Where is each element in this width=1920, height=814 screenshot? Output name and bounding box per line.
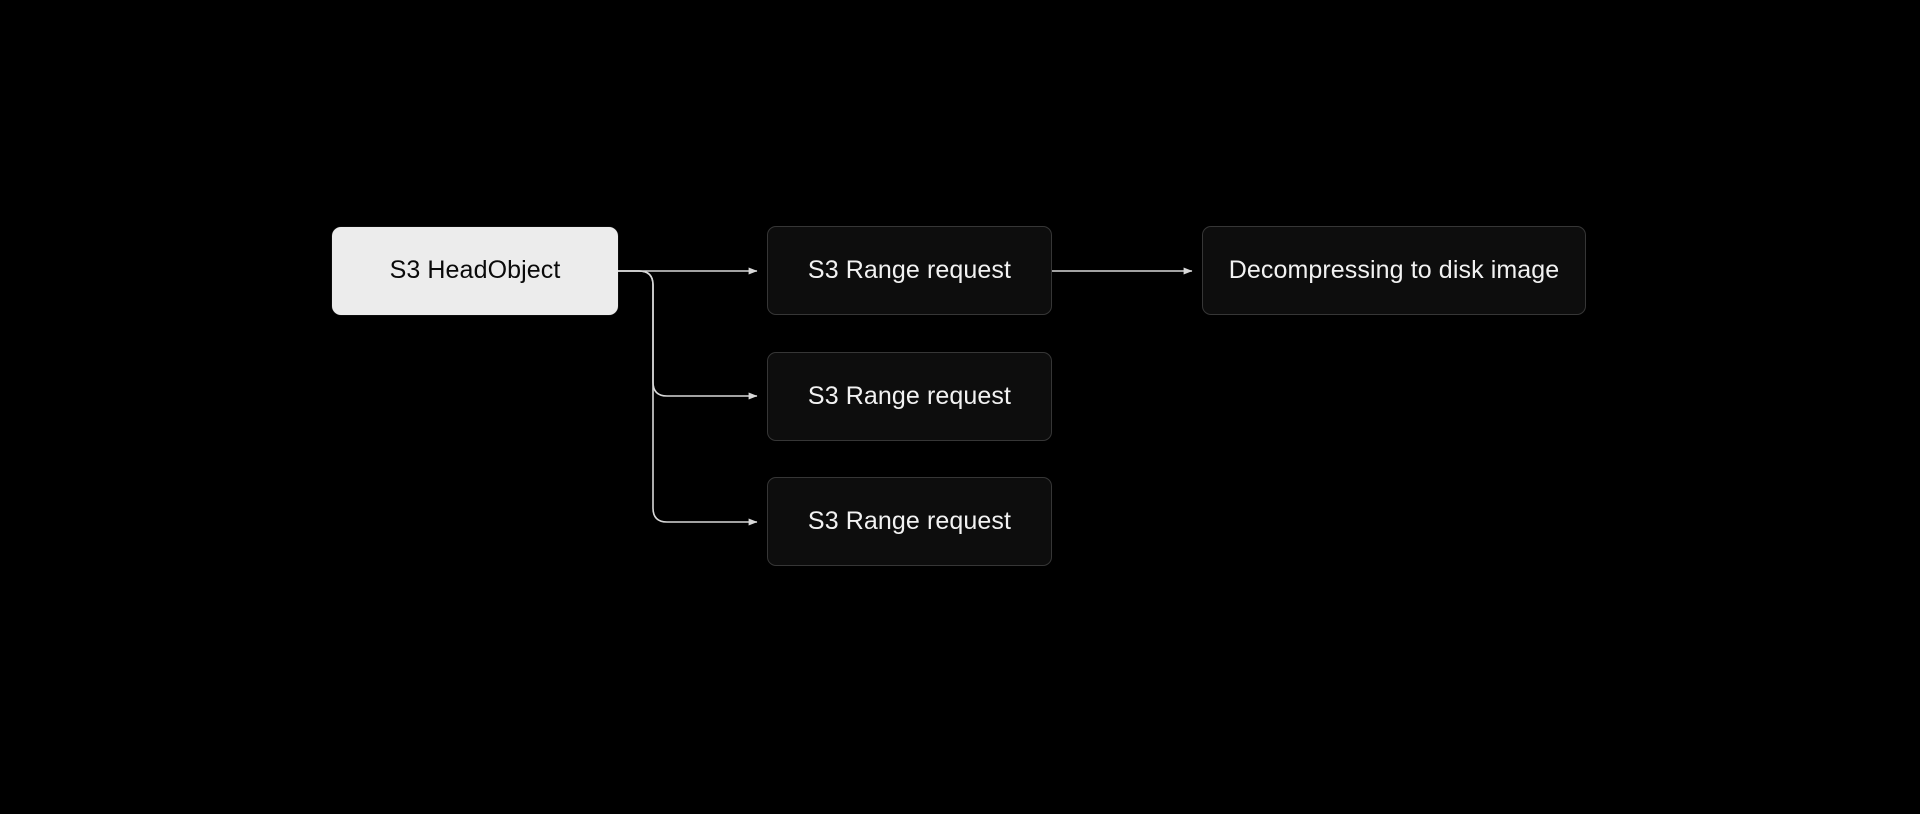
node-label: Decompressing to disk image (1228, 255, 1560, 284)
node-s3-range-request-2[interactable]: S3 Range request (767, 352, 1052, 441)
node-s3-range-request-1[interactable]: S3 Range request (767, 226, 1052, 315)
node-s3-range-request-3[interactable]: S3 Range request (767, 477, 1052, 566)
node-s3-head-object[interactable]: S3 HeadObject (332, 227, 618, 315)
node-label: S3 Range request (807, 381, 1012, 410)
node-label: S3 Range request (807, 506, 1012, 535)
node-decompressing-to-disk-image[interactable]: Decompressing to disk image (1202, 226, 1586, 315)
edge-head-to-range-3 (618, 270, 758, 526)
edge-head-to-range-2 (618, 270, 758, 400)
node-label: S3 HeadObject (389, 256, 561, 285)
node-label: S3 Range request (807, 255, 1012, 284)
